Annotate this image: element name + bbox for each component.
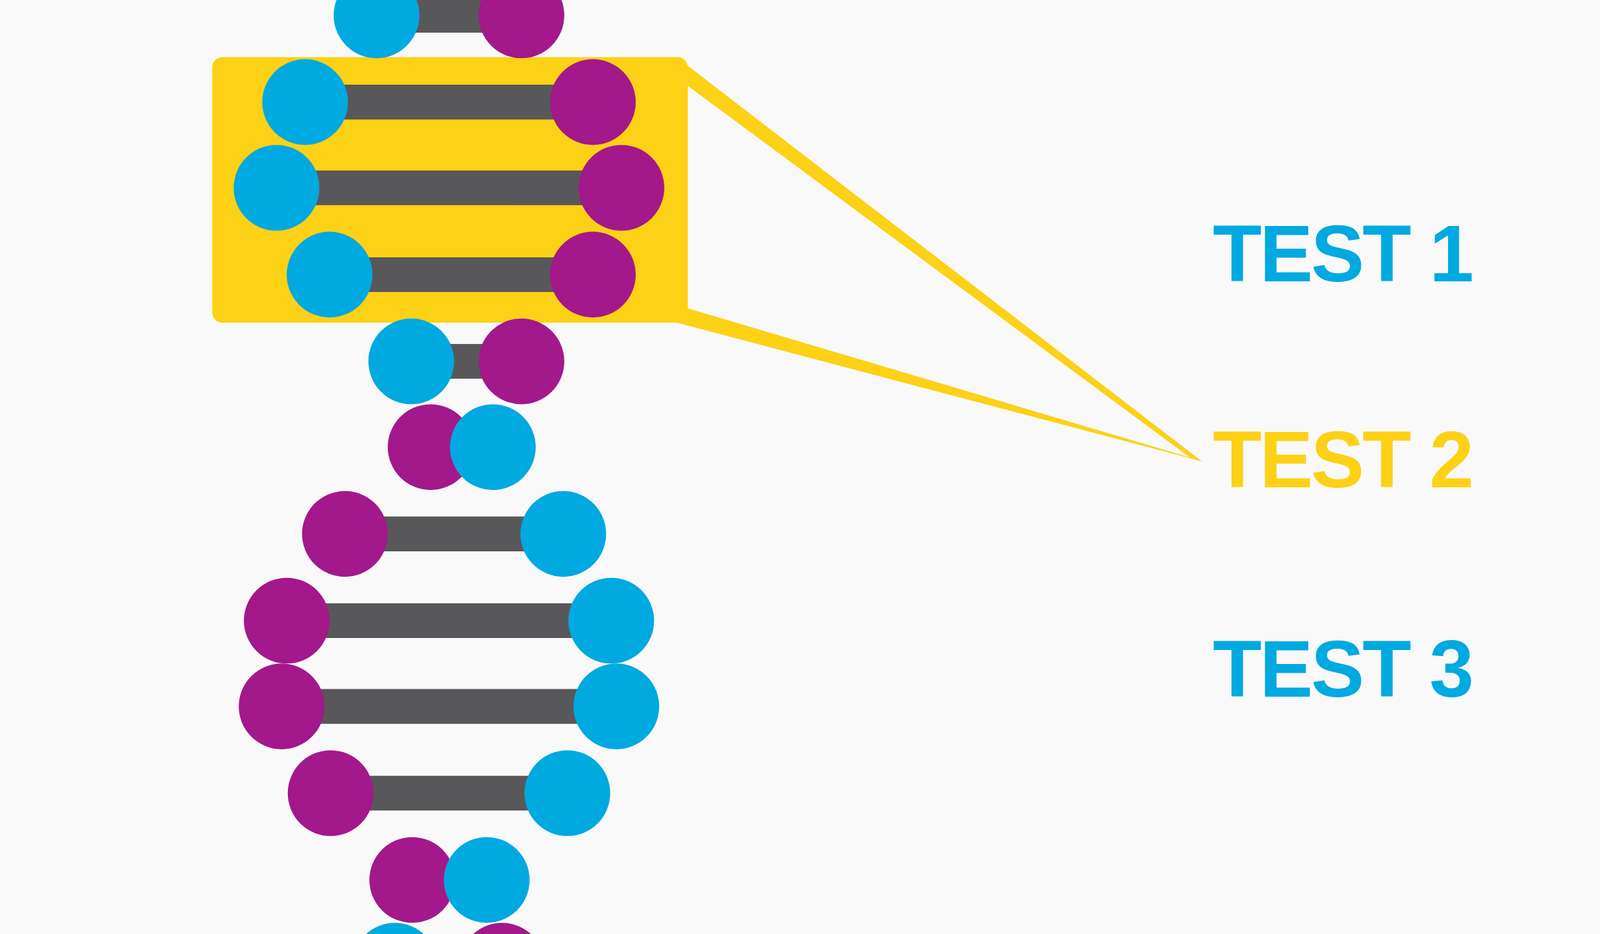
bond-bar: [305, 84, 594, 120]
base-circle: [368, 318, 455, 405]
base-pair: [369, 836, 530, 923]
base-pair: [368, 318, 565, 405]
base-pair: [233, 144, 665, 231]
test-label: TEST 1: [1212, 213, 1473, 294]
base-pair: [351, 922, 545, 934]
callout-pointer: [676, 57, 1203, 462]
base-pair: [243, 577, 655, 664]
base-circle: [287, 749, 374, 836]
base-circle: [262, 59, 349, 146]
base-circle: [549, 59, 636, 146]
dna-helix: [212, 0, 1203, 934]
test-label: TEST 3: [1212, 628, 1473, 709]
base-circle: [478, 0, 565, 58]
base-pair: [262, 59, 636, 146]
bond-bar: [276, 170, 622, 206]
highlight-box: [212, 57, 689, 323]
base-circle: [333, 0, 420, 58]
base-circle: [459, 922, 546, 934]
base-circle: [286, 231, 373, 318]
base-circle: [233, 144, 320, 231]
base-pair: [238, 663, 660, 750]
base-circle: [578, 144, 665, 231]
base-circle: [369, 836, 456, 923]
base-circle: [238, 663, 325, 750]
callout-pointer-inner: [687, 85, 1190, 458]
base-circle: [573, 663, 660, 750]
base-circle: [351, 922, 438, 934]
base-pair: [301, 491, 606, 578]
base-circle: [301, 491, 388, 578]
base-pair: [333, 0, 565, 58]
bond-bar: [281, 689, 617, 724]
base-circle: [443, 836, 530, 923]
base-pair: [387, 403, 536, 490]
bond-bar: [286, 603, 612, 638]
base-pair: [287, 749, 611, 836]
base-circle: [549, 231, 636, 318]
base-circle: [243, 577, 330, 664]
base-circle: [478, 318, 565, 405]
base-pair: [286, 231, 636, 318]
base-circle: [524, 749, 611, 836]
base-circle: [449, 403, 536, 490]
base-circle: [568, 577, 655, 664]
base-circle: [520, 491, 607, 578]
test-label: TEST 2: [1212, 419, 1473, 500]
